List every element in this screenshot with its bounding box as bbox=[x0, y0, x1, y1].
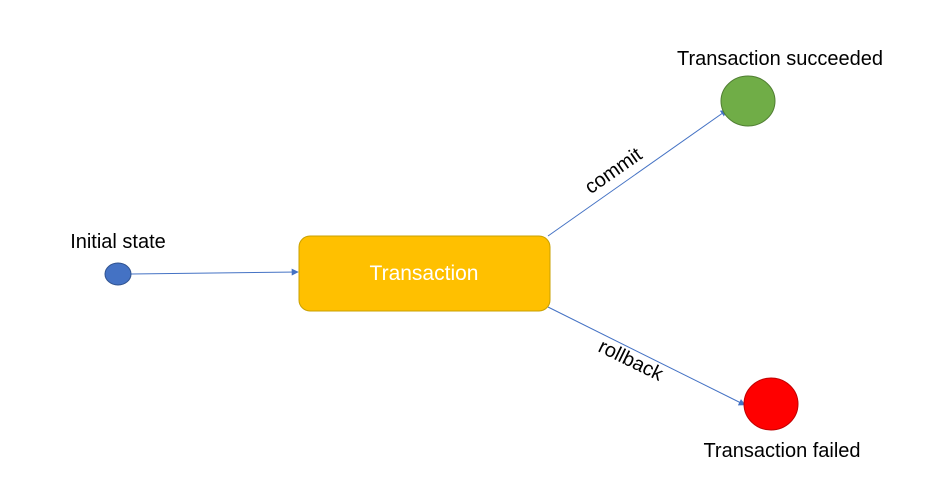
transaction-label: Transaction bbox=[370, 262, 479, 285]
start-arrow bbox=[130, 268, 299, 276]
initial-state-node bbox=[104, 262, 132, 286]
rollback-label: rollback bbox=[595, 336, 667, 386]
failed-state-node bbox=[743, 377, 799, 431]
succeeded-state-label: Transaction succeeded bbox=[677, 48, 883, 70]
rollback-arrow bbox=[547, 306, 746, 406]
initial-state-label: Initial state bbox=[70, 231, 166, 253]
failed-state-label: Transaction failed bbox=[703, 440, 860, 462]
commit-arrow bbox=[547, 109, 728, 237]
succeeded-state-node bbox=[720, 75, 776, 127]
transaction-node bbox=[298, 235, 551, 312]
